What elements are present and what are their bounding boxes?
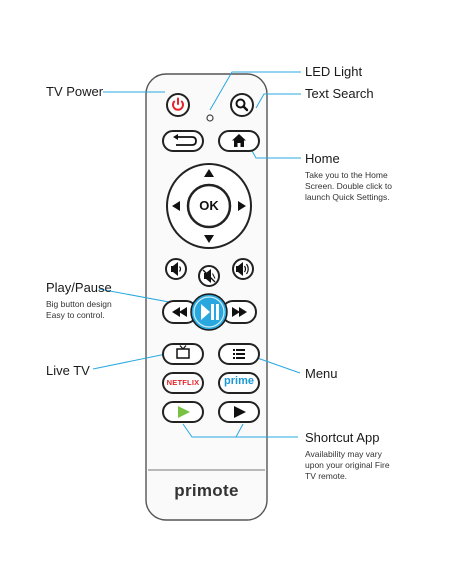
dpad[interactable]	[166, 163, 252, 249]
leader-lines	[92, 71, 301, 438]
menu-icon	[233, 349, 245, 359]
play-pause-description: Big button design Easy to control.	[46, 299, 112, 320]
home-title: Home	[305, 151, 340, 166]
live-tv-title: Live TV	[46, 363, 90, 378]
ok-button[interactable]	[186, 183, 232, 229]
dpad-down-icon[interactable]	[204, 235, 214, 243]
prime-button[interactable]	[218, 372, 260, 394]
netflix-button[interactable]	[162, 372, 204, 394]
power-button[interactable]	[166, 93, 190, 117]
text-search-title: Text Search	[305, 86, 374, 101]
mute-icon	[202, 269, 216, 283]
dpad-left-icon[interactable]	[172, 201, 180, 211]
play-pause-button[interactable]	[190, 293, 228, 331]
shortcut-app-description: Availability may vary upon your original…	[305, 449, 390, 481]
mute-button[interactable]	[198, 265, 220, 287]
home-icon	[232, 134, 246, 147]
netflix-label: NETFLIX	[166, 378, 200, 387]
green-shortcut-button[interactable]	[162, 401, 204, 423]
volume-down-icon	[171, 262, 182, 276]
volume-down-button[interactable]	[165, 258, 187, 280]
home-description: Take you to the Home Screen. Double clic…	[305, 170, 392, 202]
ok-label: OK	[199, 198, 219, 213]
shortcut-app-title: Shortcut App	[305, 430, 380, 445]
dpad-up-icon[interactable]	[204, 169, 214, 177]
search-icon	[235, 98, 249, 112]
menu-title: Menu	[305, 366, 338, 381]
play-dark-icon	[234, 406, 246, 418]
tv-power-title: TV Power	[46, 84, 104, 99]
play-pause-icon	[201, 304, 219, 320]
tv-icon	[176, 345, 190, 359]
play-pause-title: Play/Pause	[46, 280, 112, 295]
volume-up-icon	[236, 262, 249, 276]
rewind-button[interactable]	[162, 300, 198, 324]
volume-up-button[interactable]	[232, 258, 254, 280]
back-button[interactable]	[162, 130, 204, 152]
fast-forward-icon	[232, 307, 247, 317]
rewind-icon	[172, 307, 187, 317]
back-icon	[176, 136, 197, 146]
play-green-icon	[178, 406, 190, 418]
search-button[interactable]	[230, 93, 254, 117]
home-button[interactable]	[218, 130, 260, 152]
dark-shortcut-button[interactable]	[218, 401, 260, 423]
menu-button[interactable]	[218, 343, 260, 365]
led-light	[206, 114, 214, 122]
live-tv-button[interactable]	[162, 343, 204, 365]
led-light-title: LED Light	[305, 64, 363, 79]
prime-label: prime	[224, 375, 254, 387]
dpad-right-icon[interactable]	[238, 201, 246, 211]
brand-logo: primote	[174, 481, 239, 500]
power-icon	[172, 97, 184, 111]
